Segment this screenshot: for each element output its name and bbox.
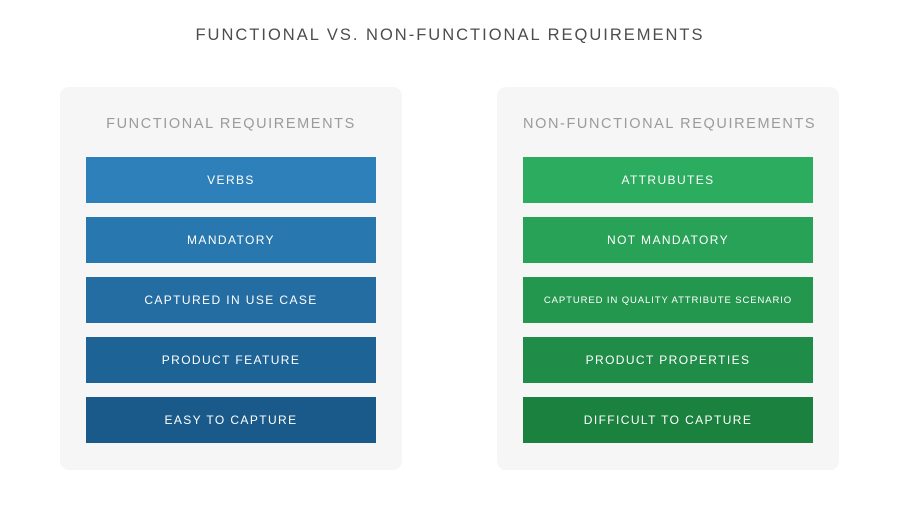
non-functional-panel-header: NON-FUNCTIONAL REQUIREMENTS — [523, 116, 817, 132]
bar-product-properties: PRODUCT PROPERTIES — [523, 337, 813, 383]
functional-panel-header: FUNCTIONAL REQUIREMENTS — [106, 116, 356, 132]
non-functional-bars: ATTRUBUTES NOT MANDATORY CAPTURED IN QUA… — [523, 157, 813, 443]
bar-not-mandatory: NOT MANDATORY — [523, 217, 813, 263]
bar-product-feature: PRODUCT FEATURE — [86, 337, 376, 383]
page-title: FUNCTIONAL VS. NON-FUNCTIONAL REQUIREMEN… — [195, 26, 705, 44]
bar-captured-in-use-case: CAPTURED IN USE CASE — [86, 277, 376, 323]
functional-requirements-panel: FUNCTIONAL REQUIREMENTS VERBS MANDATORY … — [60, 87, 402, 470]
bar-difficult-to-capture: DIFFICULT TO CAPTURE — [523, 397, 813, 443]
bar-attributes: ATTRUBUTES — [523, 157, 813, 203]
non-functional-requirements-panel: NON-FUNCTIONAL REQUIREMENTS ATTRUBUTES N… — [497, 87, 839, 470]
panels-container: FUNCTIONAL REQUIREMENTS VERBS MANDATORY … — [60, 87, 839, 470]
functional-bars: VERBS MANDATORY CAPTURED IN USE CASE PRO… — [86, 157, 376, 443]
bar-verbs: VERBS — [86, 157, 376, 203]
bar-captured-in-quality-attribute-scenario: CAPTURED IN QUALITY ATTRIBUTE SCENARIO — [523, 277, 813, 323]
bar-mandatory: MANDATORY — [86, 217, 376, 263]
bar-easy-to-capture: EASY TO CAPTURE — [86, 397, 376, 443]
